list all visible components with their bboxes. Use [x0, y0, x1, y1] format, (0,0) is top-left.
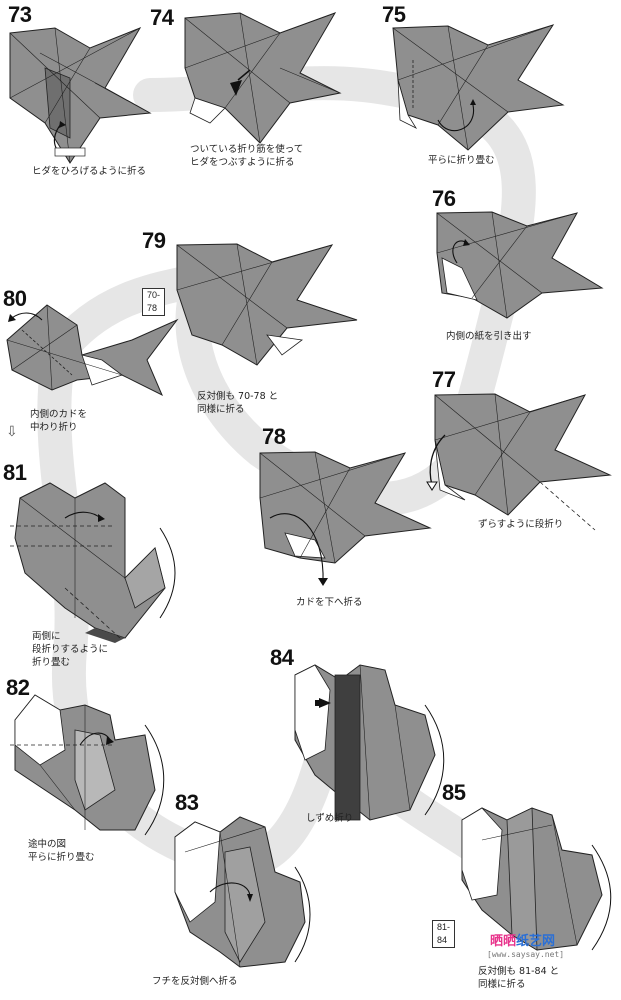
step-caption-line: ヒダをひろげるように折る	[32, 166, 147, 177]
step-caption-line: 内側の紙を引き出す	[446, 331, 532, 342]
step-caption-line: 反対側も 81-84 と	[478, 966, 560, 977]
step-73-diagram	[9, 26, 152, 164]
step-caption-line: 中わり折り	[30, 422, 78, 433]
step-caption-line: 段折りするように	[32, 644, 109, 655]
step-reference-box: 81-84	[432, 920, 456, 948]
step-caption-line: 内側のカドを	[30, 409, 88, 420]
step-number: 80	[3, 286, 27, 311]
step-81-diagram	[10, 482, 176, 643]
step-caption-line: 反対側も 70-78 と	[197, 391, 279, 402]
step-caption-line: ヒダをつぶすように折る	[190, 157, 295, 168]
step-caption-line: 途中の図	[28, 839, 67, 850]
step-75-diagram	[392, 24, 565, 151]
step-82-diagram	[10, 694, 165, 836]
step-caption-line: しずめ折り	[306, 813, 354, 824]
step-number: 74	[150, 5, 174, 30]
step-number: 73	[8, 2, 32, 27]
step-caption-line: カドを下へ折る	[296, 597, 363, 608]
watermark-part-b: 纸艺网	[516, 934, 556, 949]
step-number: 84	[270, 645, 294, 670]
step-number: 85	[442, 780, 466, 805]
step-caption-line: 同様に折る	[478, 979, 526, 990]
step-caption-line: 折り畳む	[32, 657, 71, 668]
step-number: 82	[6, 675, 30, 700]
step-74-diagram	[184, 12, 342, 144]
step-caption-line: 平らに折り畳む	[28, 852, 95, 863]
step-number: 76	[432, 186, 456, 211]
step-83-diagram	[174, 816, 311, 968]
step-caption-line: 平らに折り畳む	[428, 155, 495, 166]
step-80-diagram	[6, 304, 179, 397]
step-caption-line: フチを反対側へ折る	[152, 976, 238, 987]
step-number: 78	[262, 424, 286, 449]
watermark-part-a: 晒晒	[490, 934, 517, 949]
step-85-diagram	[461, 807, 612, 951]
step-77-diagram	[426, 393, 612, 531]
step-caption-line: ずらすように段折り	[478, 519, 564, 530]
step-caption-line: ついている折り筋を使って	[190, 144, 304, 155]
step-number: 83	[175, 790, 199, 815]
step-number: 81	[3, 460, 27, 485]
step-84-diagram	[294, 664, 445, 821]
step-number: 79	[142, 228, 166, 253]
step-caption-line: 同様に折る	[197, 404, 245, 415]
step-number: 77	[432, 367, 456, 392]
next-step-arrow-icon: ⇩	[6, 424, 18, 440]
step-number: 75	[382, 2, 406, 27]
step-78-diagram	[259, 451, 432, 586]
step-76-diagram	[436, 211, 604, 319]
site-watermark: 晒晒纸艺网	[490, 930, 555, 949]
step-79-diagram	[176, 243, 358, 366]
step-caption-line: 両側に	[32, 631, 61, 642]
step-reference-box: 70-78	[142, 288, 166, 316]
watermark-url: [www.saysay.net]	[487, 950, 565, 959]
